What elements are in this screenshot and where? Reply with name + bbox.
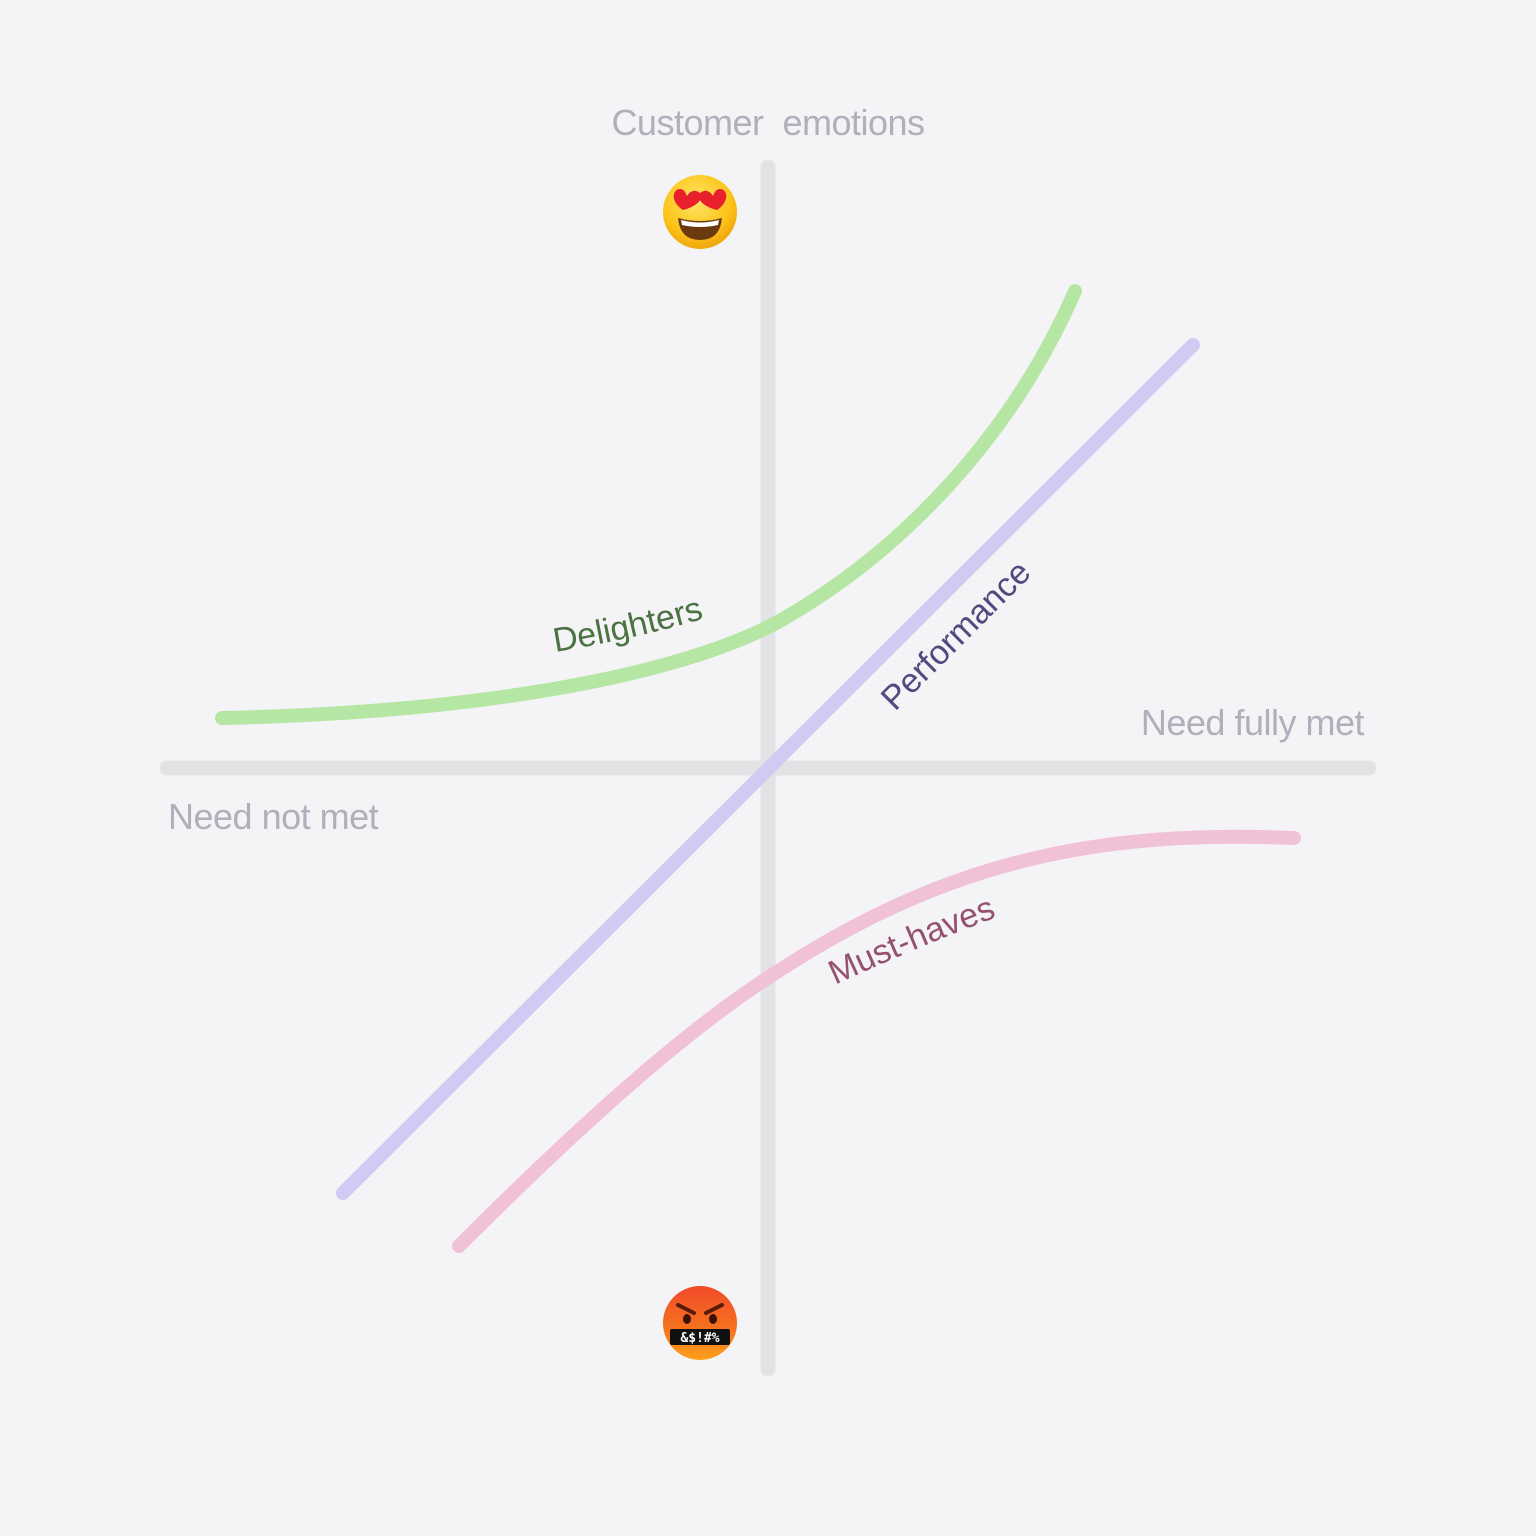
x-axis-negative-label: Need not met — [168, 796, 379, 837]
cursing-face-icon: &$!#% — [663, 1286, 737, 1360]
y-axis-title: Customer emotions — [611, 102, 924, 143]
performance-curve — [336, 338, 1200, 1200]
heart-eyes-icon — [663, 175, 737, 249]
delighters-label: Delighters — [550, 590, 707, 660]
cursing-symbols: &$!#% — [680, 1331, 719, 1346]
x-axis-positive-label: Need fully met — [1141, 702, 1365, 743]
delighters-curve — [215, 284, 1082, 725]
must-haves-curve — [452, 829, 1301, 1253]
